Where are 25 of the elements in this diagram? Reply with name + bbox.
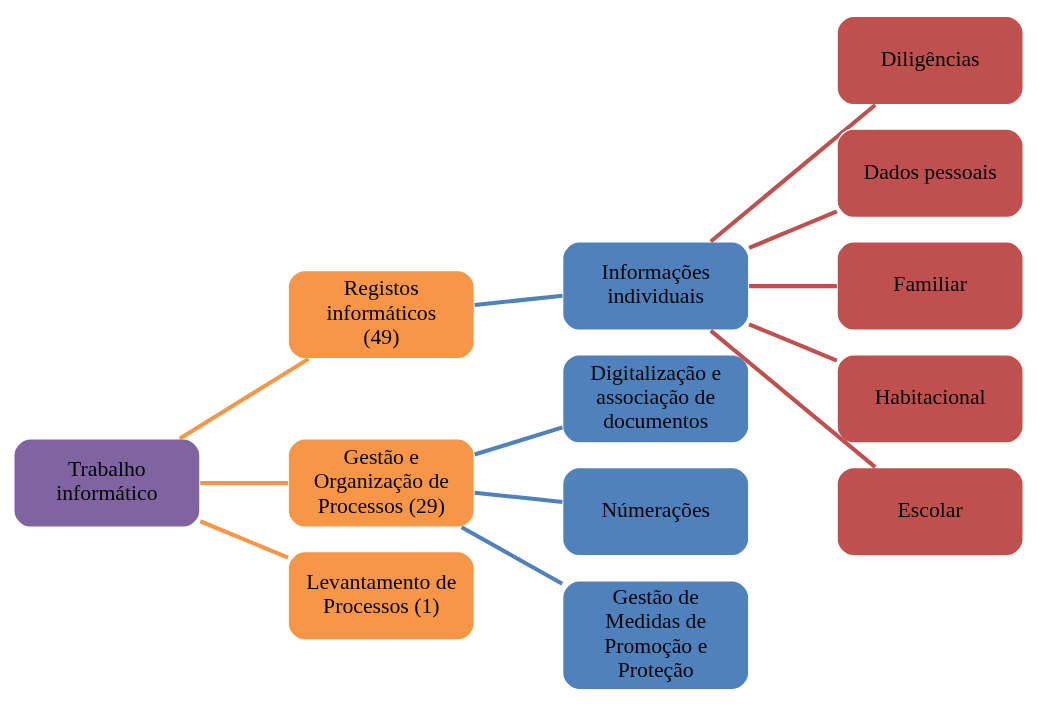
node-box: Gestão de Medidas de Promoção e Proteção — [561, 580, 750, 691]
node-box: Gestão e Organização de Processos (29) — [287, 438, 476, 528]
node-box: Familiar — [836, 241, 1024, 331]
node-box: Registos informáticos (49) — [287, 269, 476, 360]
node-box: Númerações — [561, 466, 750, 557]
node-box: Trabalho informático — [13, 438, 201, 528]
node-box: Escolar — [836, 466, 1024, 557]
connector — [200, 481, 289, 486]
connector — [748, 209, 838, 250]
connector — [474, 490, 563, 504]
connector — [709, 329, 877, 469]
connector — [460, 525, 564, 586]
connector — [199, 519, 289, 560]
node-box: Informações individuais — [561, 241, 750, 331]
connector — [474, 293, 563, 307]
node-box: Levantamento de Processos (1) — [287, 551, 476, 641]
connector — [178, 357, 310, 441]
node-box: Dados pessoais — [836, 128, 1024, 219]
node-box: Diligências — [836, 15, 1024, 106]
node-box: Digitalização e associação de documentos — [561, 354, 750, 444]
connector — [474, 425, 564, 457]
connector — [709, 103, 877, 244]
connector — [748, 322, 838, 363]
connector — [749, 284, 837, 289]
node-box: Habitacional — [836, 354, 1024, 444]
